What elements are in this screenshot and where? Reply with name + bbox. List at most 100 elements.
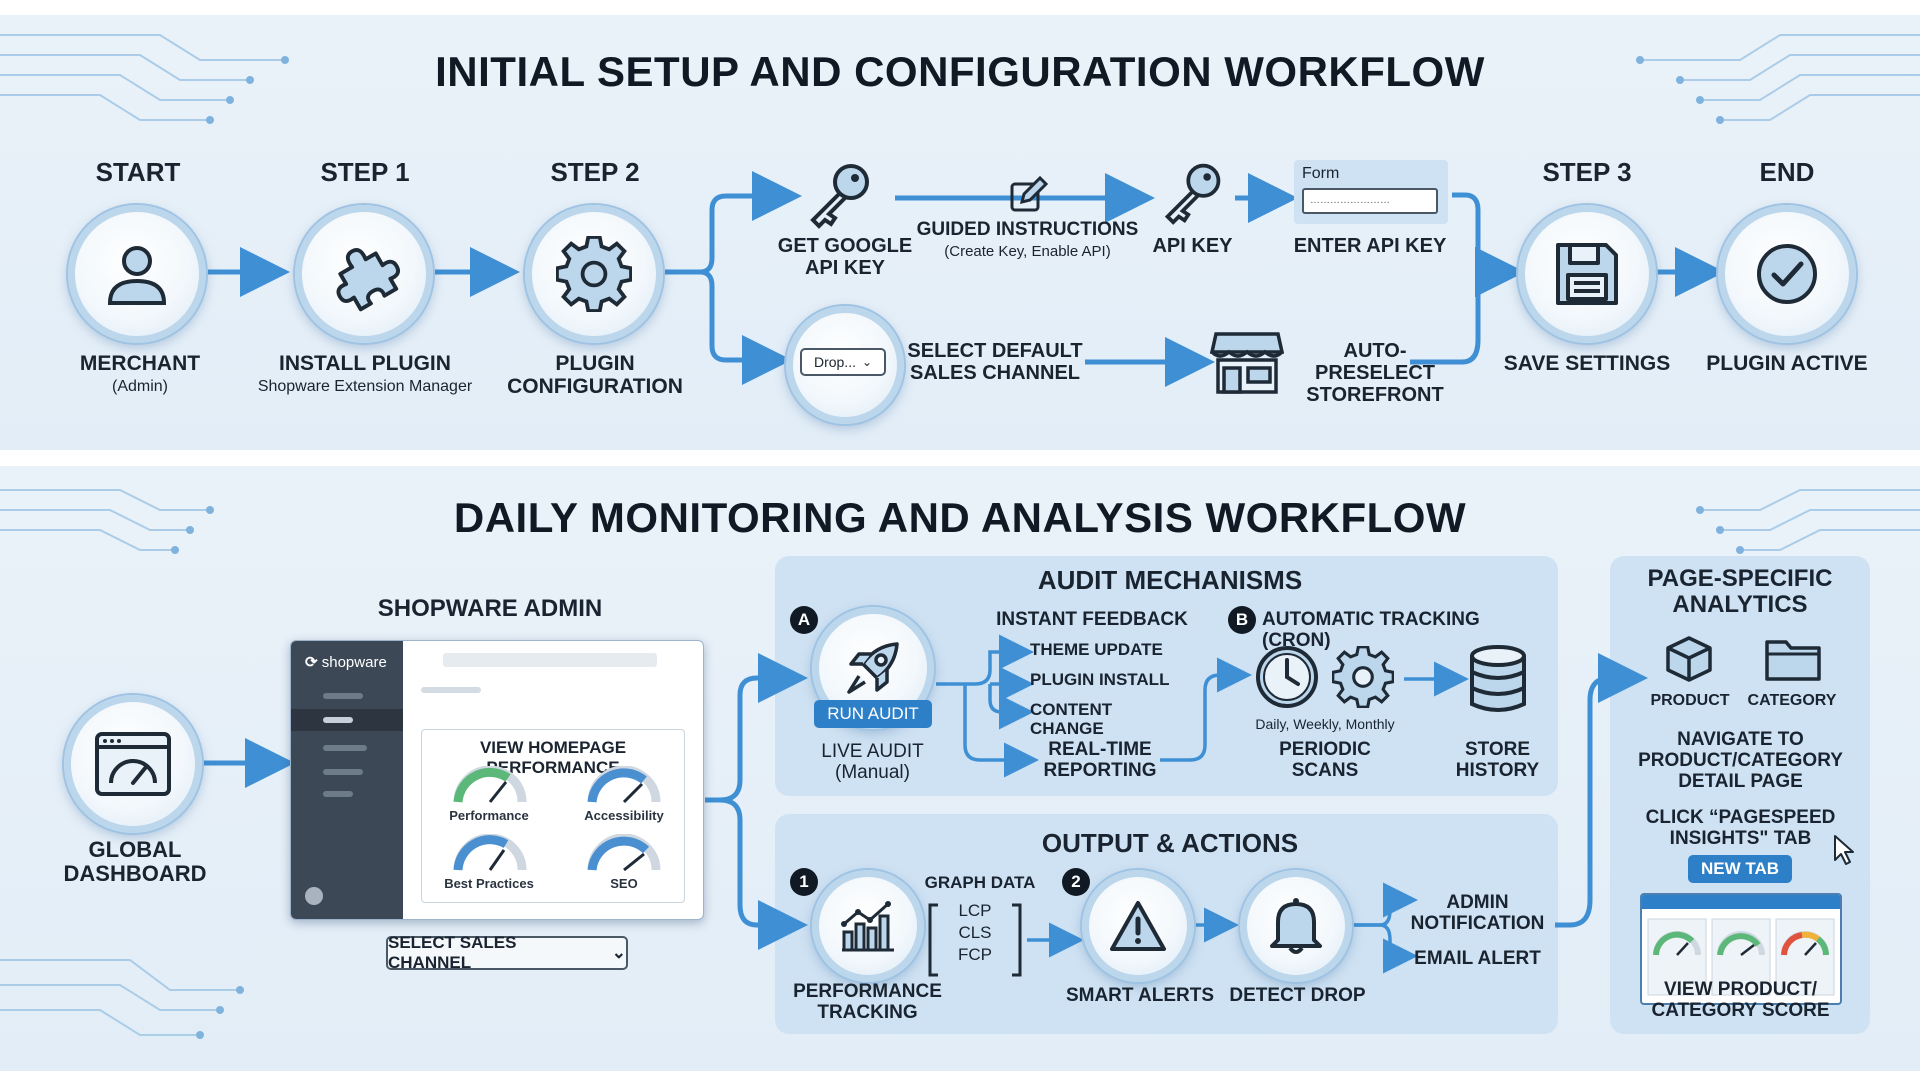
- install-plugin-sub: Shopware Extension Manager: [257, 378, 473, 395]
- auto-preselect-label: AUTO-PRESELECT STOREFRONT: [1306, 340, 1444, 406]
- enter-api-key-label: ENTER API KEY: [1293, 235, 1447, 257]
- select-sales-channel-label: SELECT SALES CHANNEL: [388, 933, 517, 972]
- trigger-content-change: CONTENT CHANGE: [1030, 700, 1113, 738]
- metric-cls: CLS: [958, 923, 992, 942]
- setup-title: INITIAL SETUP AND CONFIGURATION WORKFLOW: [435, 48, 1485, 95]
- step2-heading: STEP 2: [550, 157, 640, 187]
- email-alert-label: EMAIL ALERT: [1414, 948, 1541, 969]
- store-history-label: STORE HISTORY: [1455, 739, 1540, 781]
- storefront-icon: [1210, 332, 1284, 394]
- admin-search-bar[interactable]: [443, 653, 657, 667]
- seo-gauge: [587, 834, 661, 872]
- metric-lcp: LCP: [958, 901, 992, 920]
- metric-fcp: FCP: [958, 945, 992, 964]
- database-icon: [1470, 645, 1526, 712]
- performance-tracking-label: PERFORMANCE TRACKING: [793, 981, 942, 1023]
- shopware-admin-heading: SHOPWARE ADMIN: [377, 595, 603, 622]
- edit-icon: [1010, 176, 1048, 212]
- performance-tracking-circle: [812, 870, 924, 982]
- performance-gauge-label: Performance: [449, 808, 529, 823]
- view-score-label: VIEW PRODUCT/ CATEGORY SCORE: [1651, 979, 1830, 1021]
- global-dashboard-circle: [64, 695, 202, 833]
- instant-feedback-label: INSTANT FEEDBACK: [996, 609, 1188, 630]
- save-settings-circle: [1518, 205, 1656, 343]
- badge-2: 2: [1062, 868, 1090, 896]
- best-practices-gauge: [453, 834, 527, 871]
- new-tab-button[interactable]: NEW TAB: [1688, 855, 1792, 883]
- warning-icon: [1110, 901, 1166, 951]
- sidebar-item[interactable]: [323, 769, 363, 775]
- plugin-active-label: PLUGIN ACTIVE: [1706, 352, 1868, 375]
- admin-sidebar: ⟳ shopware: [291, 641, 403, 919]
- auto-tracking-label: AUTOMATIC TRACKING (CRON): [1262, 609, 1480, 651]
- sidebar-item[interactable]: [323, 693, 363, 699]
- bell-icon: [1270, 898, 1322, 954]
- homepage-performance-title: VIEW HOMEPAGE PERFORMANCE: [479, 738, 627, 777]
- key-icon: [810, 164, 869, 229]
- avatar[interactable]: [305, 887, 323, 905]
- sales-channel-dropdown[interactable]: Drop...⌄: [800, 348, 886, 376]
- sidebar-item[interactable]: [323, 745, 367, 751]
- admin-breadcrumb: [421, 687, 481, 693]
- bar-graph-icon: [841, 901, 894, 952]
- cursor-icon: [1834, 835, 1854, 865]
- save-settings-label: SAVE SETTINGS: [1503, 352, 1671, 375]
- step3-heading: STEP 3: [1542, 157, 1632, 187]
- guided-label: GUIDED INSTRUCTIONS: [916, 219, 1139, 240]
- score-card-titlebar: [1642, 895, 1840, 909]
- shopware-logo: ⟳ shopware: [305, 654, 387, 671]
- merchant-circle: [68, 205, 206, 343]
- realtime-reporting-label: REAL-TIME REPORTING: [1043, 739, 1157, 781]
- chevron-down-icon: ⌄: [861, 355, 873, 369]
- chevron-down-icon: ⌄: [611, 943, 626, 962]
- best-practices-gauge-label: Best Practices: [444, 876, 534, 891]
- live-audit-label: LIVE AUDIT(Manual): [821, 741, 924, 783]
- dashboard-icon: [95, 732, 171, 796]
- badge-a: A: [790, 606, 818, 634]
- product-label: PRODUCT: [1650, 692, 1730, 709]
- accessibility-gauge-label: Accessibility: [584, 808, 664, 823]
- rocket-icon: [847, 642, 899, 694]
- form-label: Form: [1302, 165, 1340, 182]
- global-dashboard-label: GLOBAL DASHBOARD: [63, 837, 207, 887]
- end-heading: END: [1759, 157, 1815, 187]
- api-key-icon: [1164, 163, 1221, 225]
- badge-b: B: [1228, 606, 1256, 634]
- detect-drop-circle: [1240, 870, 1352, 982]
- api-key-label: API KEY: [1152, 235, 1233, 257]
- get-google-key-label: GET GOOGLE API KEY: [777, 235, 913, 279]
- sidebar-item-active[interactable]: [291, 709, 403, 731]
- category-label: CATEGORY: [1747, 692, 1837, 709]
- navigate-label: NAVIGATE TO PRODUCT/CATEGORY DETAIL PAGE: [1638, 729, 1843, 792]
- puzzle-icon: [336, 248, 400, 312]
- trigger-plugin-install: PLUGIN INSTALL: [1030, 670, 1170, 689]
- score-gauges: [1647, 918, 1835, 996]
- box-icon: [1666, 636, 1712, 682]
- plugin-config-label: PLUGIN CONFIGURATION: [507, 352, 683, 399]
- badge-1: 1: [790, 868, 818, 896]
- homepage-performance-card: VIEW HOMEPAGE PERFORMANCE Performance Ac…: [421, 729, 685, 903]
- periodic-scans-label: PERIODIC SCANS: [1279, 739, 1371, 781]
- gear-icon: [1332, 646, 1394, 708]
- page-specific-title: PAGE-SPECIFIC ANALYTICS: [1647, 565, 1833, 619]
- api-key-input[interactable]: ……………………: [1302, 188, 1438, 214]
- frequency-label: Daily, Weekly, Monthly: [1255, 716, 1395, 732]
- run-audit-button[interactable]: RUN AUDIT: [814, 700, 932, 728]
- sidebar-item[interactable]: [323, 791, 353, 797]
- trigger-theme-update: THEME UPDATE: [1030, 640, 1163, 659]
- form-box: Form ……………………: [1294, 160, 1448, 224]
- seo-gauge-label: SEO: [610, 876, 638, 891]
- start-heading: START: [95, 157, 181, 187]
- user-icon: [107, 246, 167, 305]
- install-plugin-circle: [295, 205, 433, 343]
- admin-notification-label: ADMIN NOTIFICATION: [1410, 892, 1545, 934]
- select-sales-channel[interactable]: SELECT SALES CHANNEL ⌄: [386, 933, 628, 972]
- install-plugin-label: INSTALL PLUGIN: [279, 352, 451, 375]
- daily-title: DAILY MONITORING AND ANALYSIS WORKFLOW: [453, 494, 1467, 541]
- merchant-label: MERCHANT: [79, 352, 201, 375]
- plugin-config-circle: [525, 205, 663, 343]
- gear-icon: [556, 236, 632, 312]
- floppy-disk-icon: [1556, 243, 1618, 305]
- step1-heading: STEP 1: [320, 157, 410, 187]
- merchant-sub: (Admin): [111, 378, 168, 395]
